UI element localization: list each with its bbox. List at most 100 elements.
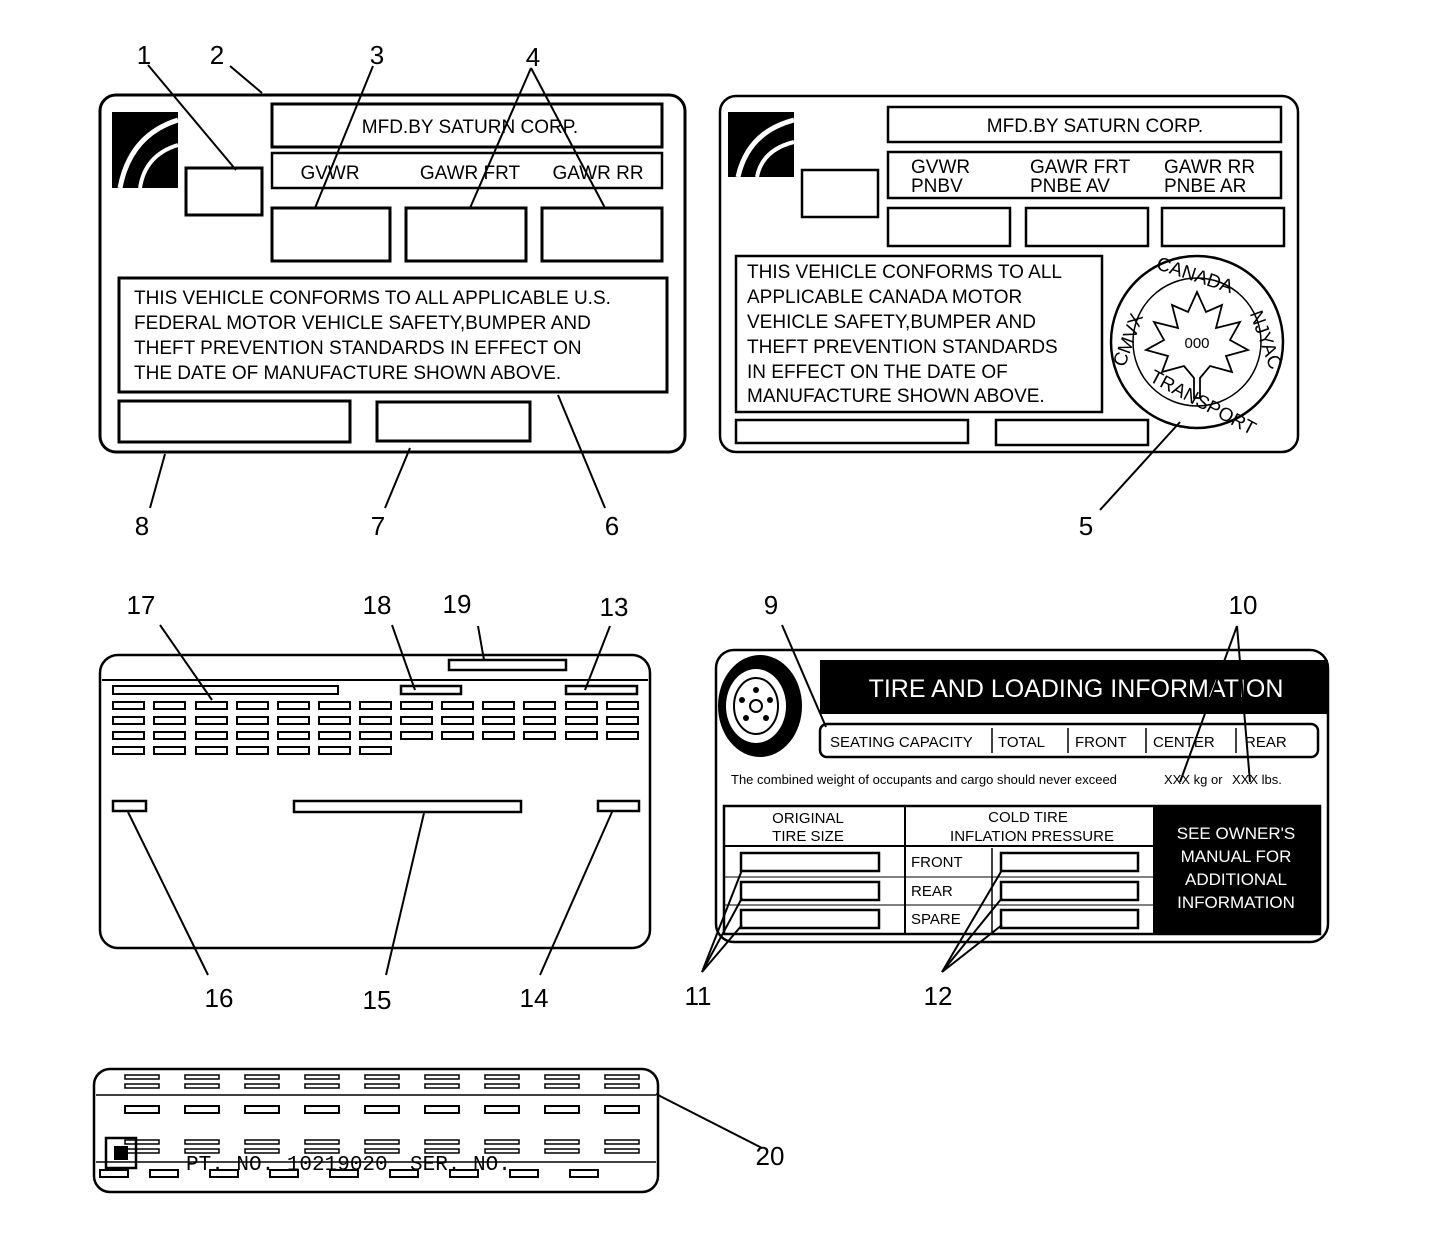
us-vin-box (375, 400, 532, 443)
owners-manual-line-2: MANUAL FOR (1181, 847, 1292, 866)
code-cell (124, 1083, 160, 1089)
code-cell (359, 731, 392, 740)
code-cell (304, 1105, 340, 1114)
canada-pnbe-av-label: PNBE AV (1030, 176, 1110, 197)
code-cell (236, 701, 269, 710)
combined-weight-text: The combined weight of occupants and car… (731, 772, 1117, 787)
code-cell (569, 1169, 599, 1178)
tire-loading-label: TIRE AND LOADING INFORMATION SEATING CAP… (714, 648, 1330, 944)
canada-serial-box (800, 168, 880, 219)
us-gawr-rr-box (540, 206, 664, 263)
saturn-logo (112, 112, 179, 189)
canada-mfd-text: MFD.BY SATURN CORP. (987, 116, 1203, 137)
tire-row-spare: SPARE (911, 911, 961, 928)
code-cell (236, 746, 269, 755)
code-cell (277, 701, 310, 710)
code-cell (269, 1169, 299, 1178)
callout-7: 7 (371, 511, 385, 541)
code-cell (523, 716, 556, 725)
code-cell (153, 746, 186, 755)
us-statement-line-1: THIS VEHICLE CONFORMS TO ALL APPLICABLE … (134, 288, 611, 309)
code-cell (424, 1083, 460, 1089)
us-statement-line-2: FEDERAL MOTOR VEHICLE SAFETY,BUMPER AND (134, 313, 591, 334)
callout-line-5 (1099, 421, 1181, 511)
code-cell (606, 716, 639, 725)
code-cell (482, 731, 515, 740)
spare-size-box (739, 908, 881, 930)
code-cell (482, 701, 515, 710)
code-cell (441, 731, 474, 740)
code-cell (544, 1148, 580, 1154)
code-cell (244, 1148, 280, 1154)
code-cell (400, 716, 433, 725)
code-cell (304, 1148, 340, 1154)
parts-callout-lines (127, 624, 613, 976)
code-cell (112, 746, 145, 755)
code-cell (604, 1139, 640, 1145)
us-statement-line-4: THE DATE OF MANUFACTURE SHOWN ABOVE. (134, 363, 561, 384)
code-cell (112, 701, 145, 710)
code-cell (389, 1169, 419, 1178)
us-gvwr-box (270, 206, 392, 263)
canada-statement-line-6: MANUFACTURE SHOWN ABOVE. (747, 386, 1045, 407)
service-parts-label (98, 653, 652, 950)
us-certification-label: MFD.BY SATURN CORP. GVWR GAWR FRT GAWR R… (98, 93, 687, 454)
seating-capacity-label: SEATING CAPACITY (830, 734, 973, 751)
code-cell (277, 746, 310, 755)
code-cell (244, 1083, 280, 1089)
code-cell (544, 1074, 580, 1080)
tire-icon (718, 655, 802, 757)
code-cell (604, 1148, 640, 1154)
canada-vin-box (994, 418, 1150, 447)
code-cell (318, 716, 351, 725)
code-cell (184, 1139, 220, 1145)
callout-1: 1 (137, 40, 151, 70)
code-cell (364, 1148, 400, 1154)
callout-12: 12 (924, 981, 953, 1011)
spare-pressure-box (999, 908, 1140, 930)
code-cell (604, 1083, 640, 1089)
code-cell (424, 1105, 460, 1114)
code-cell (153, 701, 186, 710)
code-cell (364, 1105, 400, 1114)
seating-total-label: TOTAL (998, 734, 1045, 751)
callout-2: 2 (210, 40, 224, 70)
callout-18: 18 (363, 590, 392, 620)
tire-callout-lines (701, 624, 1251, 973)
code-cell (359, 716, 392, 725)
weight-lbs-text: XXX lbs. (1232, 772, 1282, 787)
code-cell (304, 1083, 340, 1089)
part-code-grid (99, 1074, 640, 1178)
us-serial-box (184, 166, 264, 217)
us-gawr-frt-box (404, 206, 528, 263)
center-code-box (292, 799, 523, 814)
tire-row-rear: REAR (911, 883, 953, 900)
code-cell (329, 1169, 359, 1178)
code-cell (523, 701, 556, 710)
code-cell (112, 716, 145, 725)
code-cell (244, 1074, 280, 1080)
code-cell (484, 1139, 520, 1145)
callout-14: 14 (520, 983, 549, 1013)
seating-front-label: FRONT (1075, 734, 1127, 751)
code-cell (482, 716, 515, 725)
canada-date-box (734, 418, 970, 445)
code-cell (484, 1083, 520, 1089)
code-cell (244, 1105, 280, 1114)
code-cell (606, 731, 639, 740)
pt-no-text: PT. NO. 10219020 (186, 1154, 388, 1177)
callout-10: 10 (1229, 590, 1258, 620)
callout-numbers: 1 2 3 4 5 6 7 8 9 10 11 12 13 14 15 16 1… (127, 40, 1258, 1171)
gm-mark-icon (104, 1136, 138, 1170)
ser-no-text: SER. NO. (410, 1154, 511, 1177)
code-cell (304, 1074, 340, 1080)
us-date-box (117, 399, 352, 444)
code-cell (544, 1139, 580, 1145)
code-cell (124, 1148, 160, 1154)
canada-pnbe-ar-label: PNBE AR (1164, 176, 1246, 197)
weight-kg-text: XXX kg or (1164, 772, 1223, 787)
code-cell (244, 1139, 280, 1145)
code-cell (277, 731, 310, 740)
callout-3: 3 (370, 40, 384, 70)
